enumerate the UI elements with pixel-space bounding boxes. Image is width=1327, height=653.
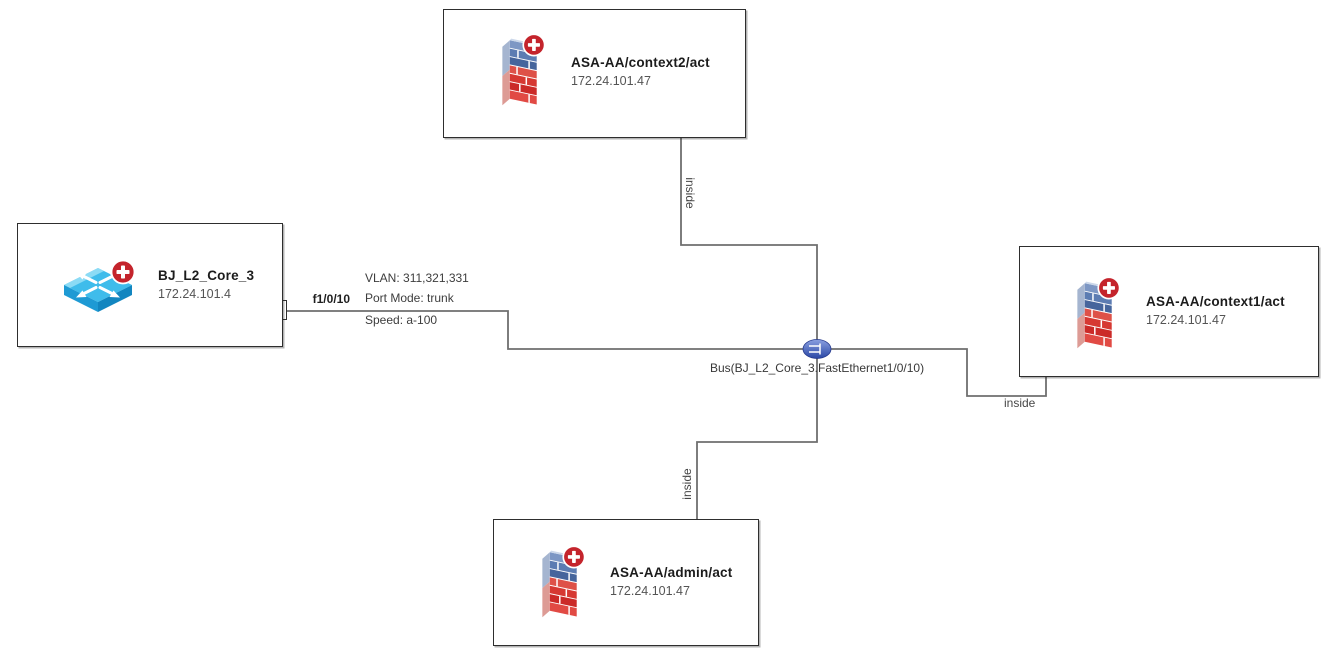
plus-badge-icon (110, 259, 136, 285)
node-label: BJ_L2_Core_3 (158, 268, 255, 283)
firewall-icon (494, 32, 546, 108)
plus-badge-icon (522, 33, 546, 57)
inside-label-top: inside (683, 177, 697, 209)
node-ip: 172.24.101.47 (571, 74, 651, 88)
firewall-icon (1069, 275, 1121, 351)
node-asa-context2[interactable]: ASA-AA/context2/act 172.24.101.47 (443, 9, 746, 138)
node-label: ASA-AA/context2/act (571, 55, 710, 70)
link-port-label: f1/0/10 (312, 292, 350, 306)
switch-icon (56, 259, 140, 319)
node-ip: 172.24.101.47 (610, 584, 690, 598)
link-context1-bus[interactable] (817, 348, 1047, 397)
inside-label-bottom: inside (680, 468, 694, 500)
link-speed-label: Speed: a-100 (365, 313, 438, 327)
firewall-icon (534, 544, 586, 620)
plus-badge-icon (562, 545, 586, 569)
node-bj-l2-core-3[interactable]: BJ_L2_Core_3 172.24.101.4 (17, 223, 283, 347)
link-vlan-label: VLAN: 311,321,331 (365, 271, 469, 285)
node-label: ASA-AA/context1/act (1146, 294, 1285, 309)
link-context2-bus[interactable] (680, 135, 818, 349)
bus-node[interactable] (802, 339, 832, 359)
link-portmode-label: Port Mode: trunk (365, 291, 454, 305)
inside-label-right: inside (1004, 396, 1036, 410)
link-admin-bus[interactable] (696, 349, 818, 519)
node-label: ASA-AA/admin/act (610, 565, 733, 580)
node-ip: 172.24.101.4 (158, 287, 231, 301)
plus-badge-icon (1097, 276, 1121, 300)
link-core3-bus[interactable] (287, 310, 817, 350)
node-ip: 172.24.101.47 (1146, 313, 1226, 327)
node-asa-admin[interactable]: ASA-AA/admin/act 172.24.101.47 (493, 519, 759, 646)
node-asa-context1[interactable]: ASA-AA/context1/act 172.24.101.47 (1019, 246, 1319, 377)
bus-label: Bus(BJ_L2_Core_3.FastEthernet1/0/10) (709, 361, 925, 375)
